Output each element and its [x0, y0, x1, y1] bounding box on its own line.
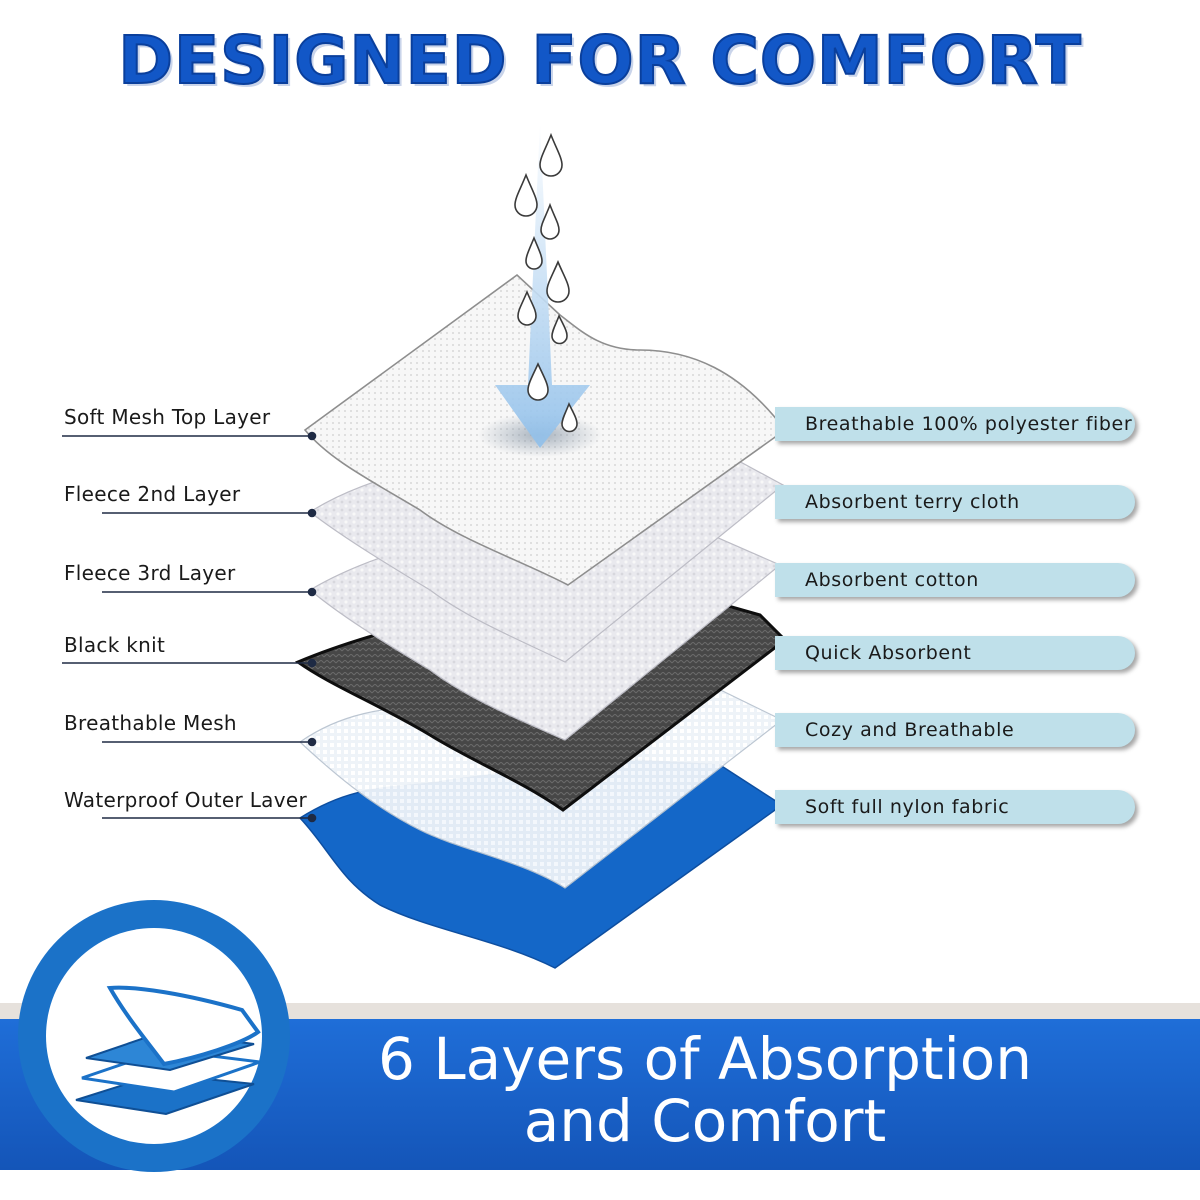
page-bottom-margin — [0, 1170, 1200, 1200]
description-text: Absorbent terry cloth — [805, 491, 1020, 513]
description-pill: Cozy and Breathable — [775, 713, 1135, 747]
label-waterproof-outer: Waterproof Outer Laver — [64, 788, 307, 812]
water-drop-icon — [527, 362, 549, 401]
label-breathable-mesh: Breathable Mesh — [64, 711, 237, 735]
label-fleece-2nd: Fleece 2nd Layer — [64, 482, 241, 506]
description-pill: Absorbent terry cloth — [775, 485, 1135, 519]
down-arrow-icon — [495, 122, 590, 448]
description-text: Absorbent cotton — [805, 569, 979, 591]
description-pill: Breathable 100% polyester fiber — [775, 407, 1135, 441]
leader-lines — [62, 431, 317, 823]
water-drop-icon — [551, 314, 568, 345]
label-fleece-3rd: Fleece 3rd Layer — [64, 561, 236, 585]
water-drop-icon — [539, 132, 563, 177]
footer-headline: 6 Layers of Absorption and Comfort — [330, 1028, 1080, 1152]
description-pill: Absorbent cotton — [775, 563, 1135, 597]
water-drop-icon — [514, 172, 538, 217]
description-pill: Soft full nylon fabric — [775, 790, 1135, 824]
label-black-knit: Black knit — [64, 633, 166, 657]
footer-line-2: and Comfort — [523, 1087, 887, 1155]
water-drop-icon — [540, 202, 560, 240]
banner-divider — [0, 1003, 1200, 1019]
description-text: Cozy and Breathable — [805, 719, 1015, 741]
description-text: Quick Absorbent — [805, 642, 972, 664]
water-drops — [514, 132, 578, 433]
description-pill: Quick Absorbent — [775, 636, 1135, 670]
water-drop-icon — [546, 259, 570, 303]
water-drop-icon — [525, 235, 543, 270]
label-soft-mesh-top: Soft Mesh Top Layer — [64, 405, 271, 429]
layers-badge-icon — [75, 985, 261, 1116]
layers-badge — [18, 900, 290, 1172]
description-text: Soft full nylon fabric — [805, 796, 1010, 818]
water-drop-icon — [561, 402, 578, 433]
badge-inner-circle — [46, 928, 262, 1144]
footer-line-1: 6 Layers of Absorption — [377, 1025, 1032, 1093]
water-drop-icon — [517, 289, 537, 326]
description-text: Breathable 100% polyester fiber — [805, 413, 1133, 435]
page-title: DESIGNED FOR COMFORT — [117, 21, 1082, 100]
